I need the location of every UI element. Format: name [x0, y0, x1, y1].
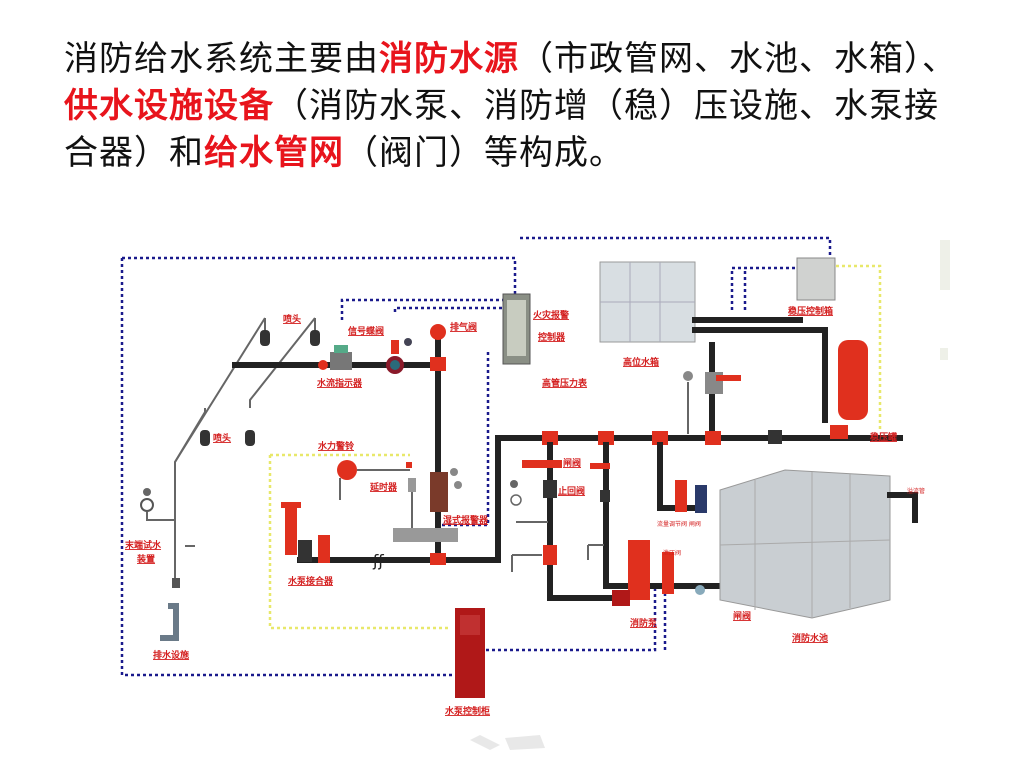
slide-heading: 消防给水系统主要由消防水源（市政管网、水池、水箱）、供水设施设备（消防水泵、消防… [64, 36, 964, 177]
sprinkler-head [260, 330, 270, 346]
label-overflow-small: 溢流管 [907, 487, 925, 495]
label-flow-valve-small: 流量调节阀 闸阀 [657, 520, 701, 528]
label-fire-pump: 消防泵 [630, 617, 658, 629]
sprinkler-head [245, 430, 255, 446]
flow-regulating-valve [675, 480, 687, 512]
label-pressure-control-box: 稳压控制箱 [788, 305, 833, 317]
label-delay-device: 延时器 [369, 481, 398, 493]
label-signal-valve: 信号蝶阀 [348, 325, 384, 337]
label-wet-alarm-valve: 湿式报警器 [443, 514, 489, 526]
blue-valve [695, 485, 707, 513]
label-water-gong: 水力警铃 [318, 440, 355, 452]
label-relief-valve-small: 泄压阀 [663, 549, 681, 557]
label-pump-control-cabinet: 水泵控制柜 [445, 705, 490, 717]
label-sprinkler-top: 喷头 [283, 313, 301, 325]
fire-water-pool [719, 469, 891, 619]
check-valve-right [768, 430, 782, 444]
alarm-lines [268, 264, 882, 630]
water-flow-indicator-head [334, 345, 348, 353]
tee-fitting [430, 357, 446, 371]
label-exhaust-valve: 排气阀 [450, 321, 477, 333]
pressure-gauge [683, 371, 693, 381]
watermark-shape [505, 735, 545, 750]
pressure-control-box [796, 257, 836, 301]
heading-text-1: 消防给水系统主要由 [64, 39, 379, 79]
jockey-pump [662, 552, 674, 594]
label-high-tank: 高位水箱 [623, 356, 659, 368]
pump-adapter-column [285, 505, 297, 555]
tee-fitting [542, 431, 558, 445]
heading-highlight-supply-equipment: 供水设施设备 [64, 86, 274, 126]
tee-fitting [598, 431, 614, 445]
exhaust-valve [430, 324, 446, 340]
label-end-test-1: 末端试水 [124, 539, 162, 551]
wet-alarm-valve [430, 472, 448, 512]
fire-pump [628, 540, 650, 600]
label-fire-pool: 消防水池 [792, 632, 828, 644]
watermark-shape [940, 348, 948, 360]
tee-fitting [652, 431, 668, 445]
check-valve [543, 480, 557, 498]
label-pressure-tank: 稳压罐 [870, 431, 897, 443]
watermark-shape [470, 735, 500, 750]
label-drainage: 排水设施 [153, 649, 189, 661]
drainage-pipe [160, 603, 179, 641]
label-water-flow-indicator: 水流指示器 [317, 377, 363, 389]
svg-text:ʃʃ: ʃʃ [372, 551, 384, 570]
label-check-valve: 止回阀 [558, 485, 585, 497]
pipe-coupling [318, 360, 328, 370]
alarm-valve-base [393, 528, 458, 542]
tee-fitting [705, 431, 721, 445]
water-flow-indicator-device [330, 352, 352, 370]
label-gate-valve-2: 闸阀 [733, 610, 751, 622]
pressure-stabilizing-tank [838, 340, 868, 420]
label-gate-valve: 闸阀 [563, 457, 581, 469]
watermark-shape [940, 240, 950, 290]
delay-device [408, 478, 416, 492]
heading-text-3: （消防水泵、消防增（稳）压设施、水泵接合器）和 [64, 86, 939, 173]
sprinkler-head [200, 430, 210, 446]
end-test-gauge [140, 498, 154, 512]
heading-highlight-pipe-network: 给水管网 [204, 133, 344, 173]
heading-text-2: （市政管网、水池、水箱）、 [519, 39, 957, 79]
label-pump-adapter: 水泵接合器 [288, 575, 334, 587]
label-fire-alarm-controller-2: 控制器 [538, 331, 566, 343]
signal-lines [120, 236, 832, 677]
heading-text-4: （阀门）等构成。 [344, 133, 624, 173]
label-sprinkler-bottom: 喷头 [213, 432, 231, 444]
label-fire-alarm-controller-1: 火灾报警 [533, 309, 569, 321]
water-gong [337, 460, 357, 480]
label-end-test-2: 装置 [136, 553, 155, 565]
sprinkler-head [310, 330, 320, 346]
heading-highlight-water-source: 消防水源 [379, 39, 519, 79]
gate-valve [522, 460, 562, 468]
label-high-pressure-gauge: 高管压力表 [542, 377, 588, 389]
